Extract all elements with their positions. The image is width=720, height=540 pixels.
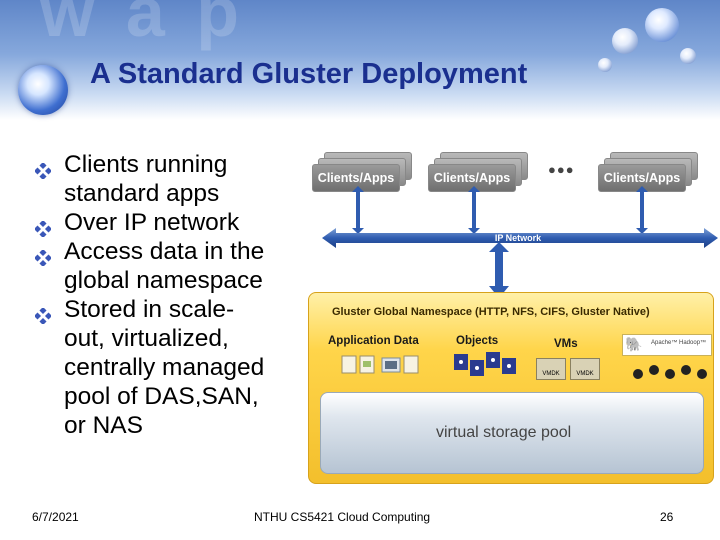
diamond-bullet-icon (33, 157, 53, 186)
clients-apps-stack: Clients/Apps (312, 152, 412, 192)
file-icons (341, 355, 419, 374)
slide-header-band: w a p (0, 0, 720, 120)
bullet-text: Stored in scale- (64, 296, 235, 323)
title-orb (18, 65, 68, 115)
bullet-text: or NAS (64, 412, 143, 439)
bullet-text: out, virtualized, (64, 325, 229, 352)
slide-title: A Standard Gluster Deployment (90, 58, 528, 90)
vmdk-icon: VMDK (570, 358, 600, 380)
vms-label: VMs (554, 338, 578, 350)
hadoop-badge: 🐘 Apache™ Hadoop™ (622, 334, 712, 356)
network-connectors (322, 186, 718, 298)
clients-apps-label: Clients/Apps (312, 164, 400, 192)
diamond-bullet-icon (33, 244, 53, 273)
diamond-bullet-icon (33, 302, 53, 331)
header-watermark: w a p (40, 0, 246, 51)
bullet-text: pool of DAS,SAN, (64, 383, 259, 410)
bullet-text: Access data in the (64, 238, 265, 265)
elephant-icon: 🐘 (625, 336, 643, 352)
bullet-item: Clients running standard apps (32, 150, 302, 208)
objects-label: Objects (456, 335, 499, 347)
bullet-text: centrally managed (64, 354, 265, 381)
clients-apps-stack: Clients/Apps (428, 152, 528, 192)
vmdk-label: VMDK (542, 371, 560, 377)
clients-apps-label: Clients/Apps (428, 164, 516, 192)
decorative-orb (645, 8, 679, 42)
decorative-orb (598, 58, 612, 72)
hadoop-label: Apache™ Hadoop™ (651, 340, 707, 346)
namespace-title: Gluster Global Namespace (HTTP, NFS, CIF… (332, 306, 650, 318)
bullet-list: Clients running standard apps Over IP ne… (32, 150, 302, 440)
bullet-text: standard apps (64, 180, 220, 207)
vmdk-icon: VMDK (536, 358, 566, 380)
virtual-storage-pool (320, 392, 704, 474)
footer-date: 6/7/2021 (32, 510, 79, 524)
footer-course: NTHU CS5421 Cloud Computing (254, 510, 431, 524)
bullet-text: Over IP network (64, 209, 240, 236)
objects-icons (454, 352, 516, 376)
virtual-storage-pool-label: virtual storage pool (436, 424, 572, 441)
footer-page-number: 26 (660, 510, 674, 524)
bullet-item: Stored in scale- out, virtualized, centr… (32, 295, 302, 440)
decorative-orb (680, 48, 696, 64)
ip-network-label: IP Network (494, 233, 542, 243)
hadoop-nodes-icons (633, 365, 707, 379)
diamond-bullet-icon (33, 215, 53, 244)
bullet-text: global namespace (64, 267, 263, 294)
more-clients-ellipsis: ●●● (548, 162, 575, 177)
bullet-text: Clients running (64, 151, 228, 178)
gluster-deployment-diagram: Clients/Apps Clients/Apps ●●● Clients/Ap… (300, 140, 720, 490)
vmdk-label: VMDK (576, 371, 594, 377)
application-data-label: Application Data (328, 335, 419, 347)
decorative-orb (612, 28, 638, 54)
bullet-item: Access data in the global namespace (32, 237, 302, 295)
bullet-item: Over IP network (32, 208, 302, 239)
